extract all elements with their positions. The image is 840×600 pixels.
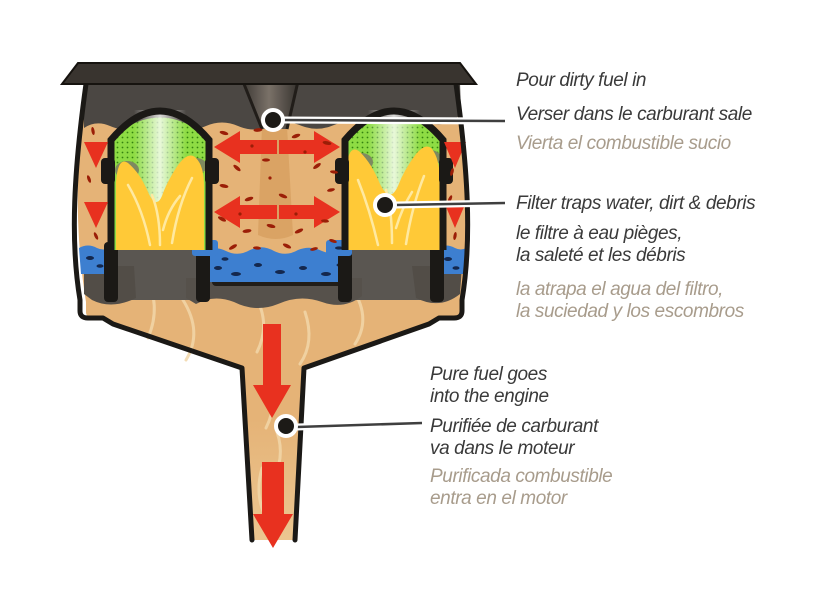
callout-1-french-label: Verser dans le carburant sale (516, 104, 752, 125)
leader-line-1 (282, 116, 506, 125)
water-debris-flecks (86, 256, 460, 276)
callout-3-spanish-label: Purificada combustible entra en el motor (430, 466, 613, 509)
flow-arrow-left-icon (214, 131, 277, 163)
callout-leaders (261, 108, 506, 438)
side-flow-arrow-icon (444, 202, 466, 228)
callout-2-french-label: le filtre à eau pièges, la saleté et les… (516, 223, 686, 266)
fuel-swirl-lines (143, 273, 365, 522)
callout-dot-2 (373, 193, 397, 217)
left-flame-streaks (126, 176, 194, 247)
side-flow-arrow-icon (84, 202, 108, 228)
callout-3-french-label: Purifiée de carburant va dans le moteur (430, 416, 598, 459)
dirt-specks (86, 127, 457, 251)
leader-line-3 (296, 419, 423, 431)
down-arrow-icon (253, 324, 291, 418)
filter-feet (104, 242, 444, 302)
funnel-rim (59, 62, 479, 85)
right-filter-cartridge (335, 107, 453, 250)
left-filter-outline (107, 107, 213, 250)
down-arrow-icon (253, 462, 293, 548)
flow-arrow-right-icon (279, 131, 340, 163)
callout-dot-3 (274, 414, 298, 438)
trapped-water-layer (79, 245, 466, 282)
funnel-body-outline (71, 81, 471, 543)
flow-arrow-left-icon (214, 196, 277, 228)
callout-2-english-label: Filter traps water, dirt & debris (516, 193, 756, 214)
side-flow-arrow-icon (444, 142, 466, 168)
callout-2-spanish-label: la atrapa el agua del filtro, la sucieda… (516, 279, 744, 322)
leader-line-2 (395, 199, 506, 209)
callout-dot-1 (261, 108, 285, 132)
callout-3-english-label: Pure fuel goes into the engine (430, 364, 549, 407)
callout-1-english-label: Pour dirty fuel in (516, 70, 647, 91)
right-filter-outline (341, 107, 447, 250)
left-fuel-flame (116, 155, 204, 250)
left-filter-cartridge (101, 107, 219, 250)
callout-1-spanish-label: Vierta el combustible sucio (516, 133, 731, 154)
side-flow-arrow-icon (84, 142, 108, 168)
